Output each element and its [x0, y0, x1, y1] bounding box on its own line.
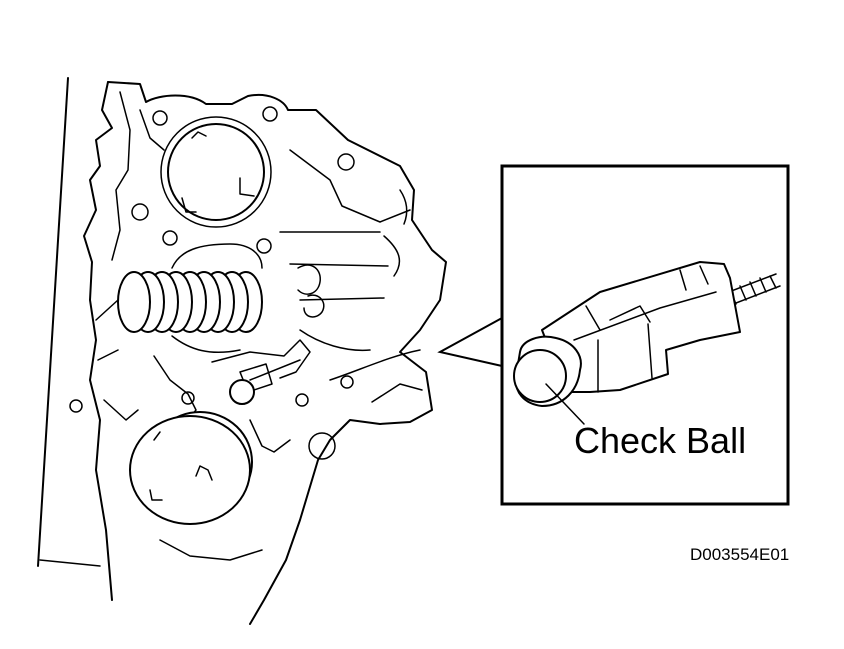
- detail-inset: Check Ball: [500, 164, 790, 506]
- check-ball-leader: [545, 383, 585, 425]
- callout-pointer: [437, 317, 503, 367]
- piston-spring: [117, 271, 263, 333]
- figure-code: D003554E01: [690, 545, 789, 564]
- check-ball: [513, 335, 582, 407]
- valve-body-illustration: [37, 77, 447, 625]
- check-ball-location: [229, 359, 301, 405]
- valve-housing: [541, 261, 741, 393]
- check-ball-label: Check Ball: [574, 420, 746, 461]
